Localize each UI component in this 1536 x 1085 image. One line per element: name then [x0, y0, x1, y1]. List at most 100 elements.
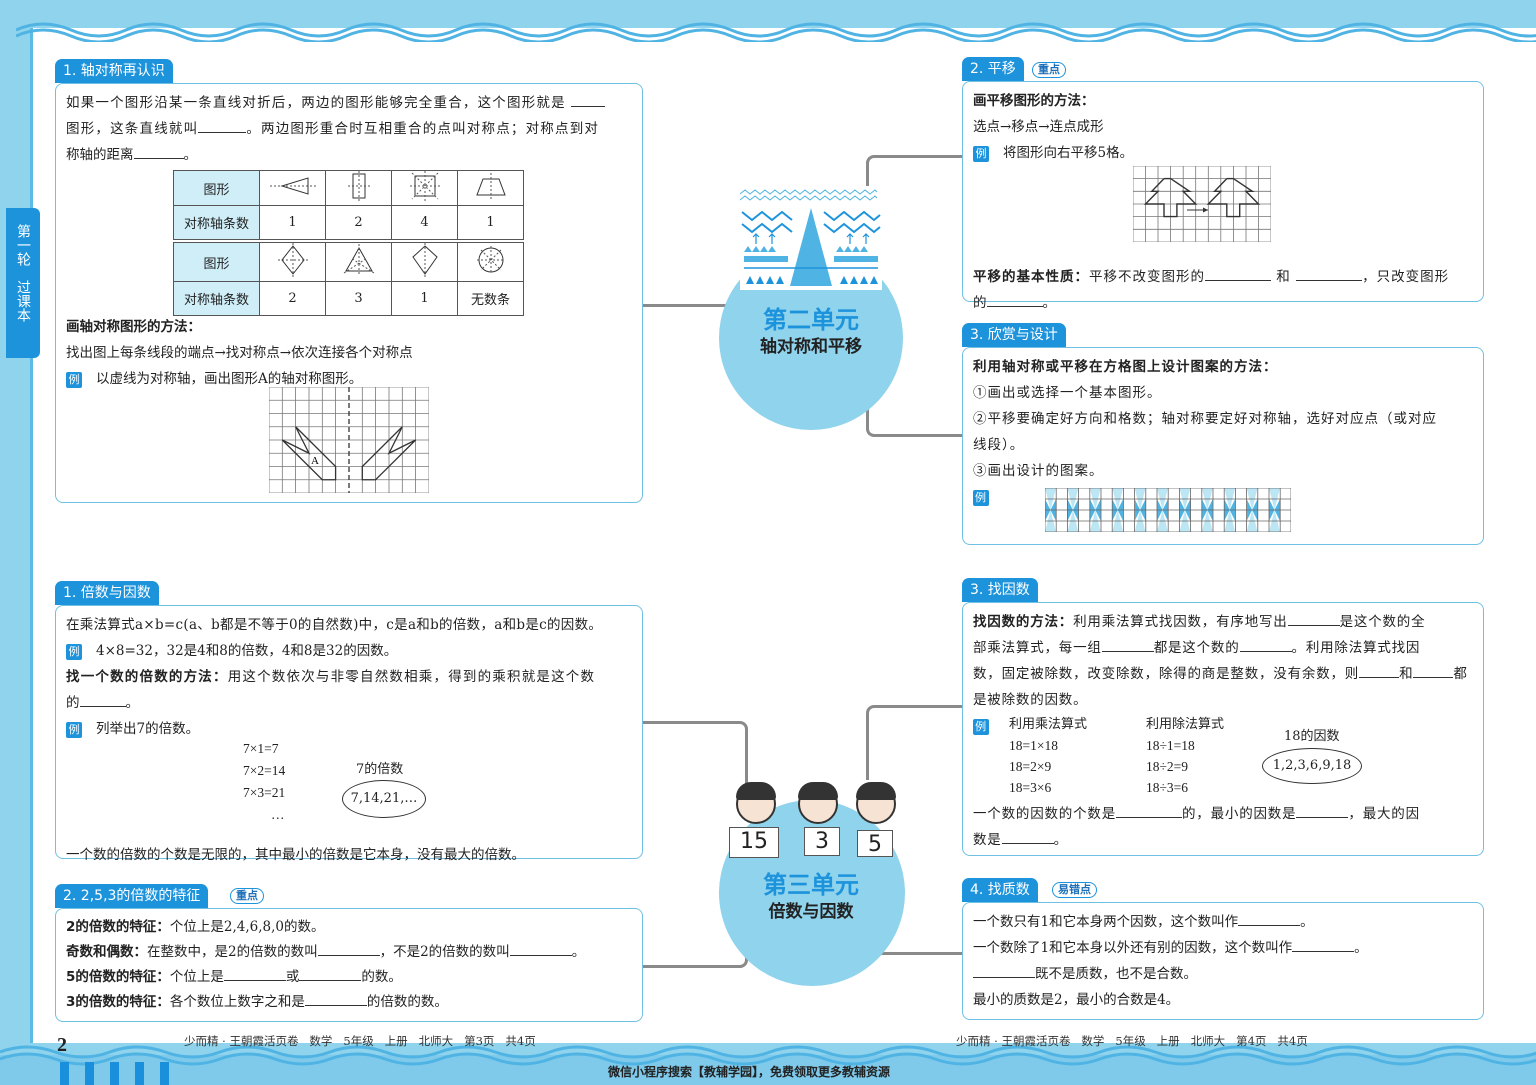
- text: 平移不改变图形的: [1089, 269, 1205, 285]
- row-label: 对称轴条数: [173, 281, 260, 316]
- equation: 18÷3=6: [1146, 780, 1189, 795]
- answer-blank[interactable]: [1238, 912, 1301, 926]
- answer-blank[interactable]: [1296, 267, 1363, 281]
- unit2-subheading: 轴对称和平移: [760, 337, 862, 357]
- connector-line: [866, 705, 962, 780]
- side-tab-line2: 过课本: [15, 280, 31, 322]
- example-text: 以虚线为对称轴，画出图形A的轴对称图形。: [96, 371, 363, 387]
- text: 一个数只有1和它本身两个因数，这个数叫作: [973, 914, 1239, 930]
- text: 利用乘法算式找因数，有序地写出: [1073, 614, 1288, 630]
- answer-blank[interactable]: [133, 145, 184, 159]
- method-title: 画轴对称图形的方法：: [66, 319, 201, 335]
- text: 的: [973, 295, 987, 311]
- multiples-label: 7的倍数: [356, 762, 404, 777]
- text: 。: [1354, 940, 1368, 956]
- rule-title: 奇数和偶数：: [66, 944, 147, 960]
- step-2-cont: 线段）。: [973, 437, 1025, 453]
- text: 的，最小的因数是: [1182, 806, 1297, 822]
- unit3-subheading: 倍数与因数: [768, 902, 854, 922]
- triangle-icon: [259, 170, 326, 206]
- text: 数，固定被除数，改变除数，除得的商是整数，没有余数，则: [973, 666, 1360, 682]
- method-block: 画轴对称图形的方法： 找出图上每条线段的端点→找对称点→依次连接各个对称点 例以…: [66, 314, 413, 392]
- text: 。: [1042, 295, 1057, 311]
- factors-set: 1,2,3,6,9,18: [1262, 748, 1362, 784]
- equation: 7×3=21: [243, 785, 286, 800]
- text: 是被除数的因数。: [973, 692, 1088, 708]
- text: 在整数中，是2的倍数的数叫: [147, 944, 318, 960]
- answer-blank[interactable]: [299, 967, 362, 981]
- figure-label: A: [311, 455, 319, 467]
- text: 用这个数依次与非零自然数相乘，得到的乘积就是这个数: [227, 669, 596, 685]
- answer-blank[interactable]: [1292, 938, 1355, 952]
- rhombus-icon: [259, 242, 326, 282]
- key-point-badge: 重点: [230, 888, 264, 904]
- text: 数是: [973, 832, 1002, 848]
- text: 和: [1276, 269, 1291, 285]
- equation: 18=1×18: [1009, 738, 1058, 753]
- property-title: 平移的基本性质：: [973, 269, 1089, 285]
- connector-line: [866, 155, 962, 195]
- equation: …: [271, 807, 285, 822]
- answer-blank[interactable]: [1413, 664, 1454, 678]
- axis-count: 1: [391, 281, 458, 316]
- translation-grid-figure: [1133, 166, 1271, 242]
- answer-blank[interactable]: [317, 942, 380, 956]
- text: 各个数位上数字之和是: [169, 994, 305, 1010]
- answer-blank[interactable]: [1287, 612, 1340, 626]
- text: 都是这个数的: [1153, 640, 1240, 656]
- text: 一个数的因数的个数是: [973, 806, 1116, 822]
- number-sign: 15: [729, 827, 779, 858]
- equation: 18=2×9: [1009, 759, 1052, 774]
- answer-blank[interactable]: [79, 693, 126, 707]
- answer-blank[interactable]: [1116, 804, 1182, 818]
- text: 的: [66, 695, 80, 711]
- column-header: 利用除法算式: [1146, 717, 1225, 732]
- answer-blank[interactable]: [571, 93, 606, 107]
- card-divisibility: 2的倍数的特征：个位上是2,4,6,8,0的数。 奇数和偶数：在整数中，是2的倍…: [55, 908, 643, 1022]
- answer-blank[interactable]: [973, 964, 1035, 978]
- conclusion: 一个数的倍数的个数是无限的，其中最小的倍数是它本身，没有最大的倍数。: [66, 847, 525, 863]
- number-sign: 3: [804, 827, 840, 856]
- unit2-title: 第二单元 轴对称和平移: [711, 305, 911, 359]
- answer-blank[interactable]: [509, 942, 572, 956]
- girl-character: [736, 782, 776, 824]
- side-tab[interactable]: 第一轮 过课本: [6, 208, 40, 358]
- answer-blank[interactable]: [1359, 664, 1400, 678]
- card-find-factors: 找因数的方法：利用乘法算式找因数，有序地写出是这个数的全 部乘法算式，每一组都是…: [962, 602, 1484, 856]
- example-badge: 例: [973, 718, 989, 735]
- row-label: 图形: [173, 242, 260, 282]
- text: 。: [1053, 832, 1068, 848]
- boy-character: [798, 782, 838, 824]
- method-title: 找因数的方法：: [973, 614, 1074, 630]
- answer-blank[interactable]: [223, 967, 286, 981]
- text: 如果一个图形沿某一条直线对折后，两边的图形能够完全重合，这个图形就是: [66, 95, 566, 111]
- connector-line: [642, 304, 732, 307]
- text: 个位上是2,4,6,8,0的数。: [169, 919, 325, 935]
- factors-label: 18的因数: [1284, 729, 1340, 744]
- section-tag: 1. 倍数与因数: [55, 581, 159, 605]
- equilateral-triangle-icon: [325, 242, 392, 282]
- answer-blank[interactable]: [304, 992, 367, 1006]
- multiplication-column: 利用乘法算式 18=1×18 18=2×9 18=3×6: [1009, 714, 1087, 798]
- step-3: ③画出设计的图案。: [973, 463, 1104, 479]
- answer-blank[interactable]: [1001, 830, 1054, 844]
- text: 既不是质数，也不是合数。: [1035, 966, 1197, 982]
- axis-count: 4: [391, 205, 458, 240]
- answer-blank[interactable]: [1101, 638, 1154, 652]
- example-badge: 例: [66, 371, 82, 388]
- connector-line: [642, 721, 748, 791]
- answer-blank[interactable]: [1239, 638, 1292, 652]
- axis-count: 3: [325, 281, 392, 316]
- answer-blank[interactable]: [986, 293, 1043, 307]
- pattern-illustration: [740, 186, 882, 290]
- card-multiples-factors: 在乘法算式a×b=c(a、b都是不等于0的自然数)中，c是a和b的倍数，a和b是…: [55, 605, 643, 863]
- answer-blank[interactable]: [1205, 267, 1271, 281]
- example-text: 4×8=32，32是4和8的倍数，4和8是32的因数。: [96, 643, 398, 659]
- row-label: 图形: [173, 170, 260, 206]
- answer-blank[interactable]: [1296, 804, 1349, 818]
- unit3-title: 第三单元 倍数与因数: [711, 870, 911, 924]
- answer-blank[interactable]: [198, 119, 247, 133]
- text: ，只改变图形: [1362, 269, 1450, 285]
- page-number: 2: [57, 1034, 67, 1056]
- equation: 18÷2=9: [1146, 759, 1189, 774]
